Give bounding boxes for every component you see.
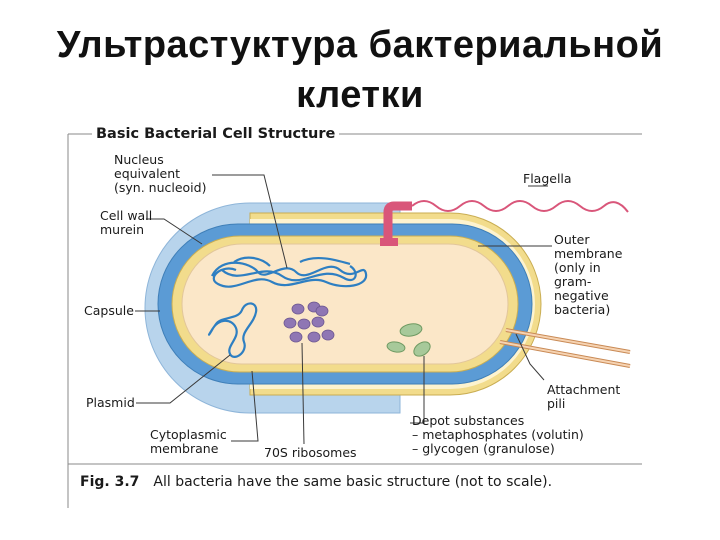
caption-text: All bacteria have the same basic structu… xyxy=(153,474,553,490)
label-cell-wall-line-2: murein xyxy=(100,222,145,237)
nucleoid xyxy=(211,256,368,288)
label-cytoplasmic-line-1: Cytoplasmic xyxy=(150,427,227,442)
plasmid xyxy=(207,302,258,358)
slide-title: Ультрастуктура бактериальной клетки xyxy=(0,20,720,120)
ribosomes xyxy=(283,301,335,343)
slide-title-line-1: Ультрастуктура бактериальной xyxy=(56,24,664,66)
label-nucleus-equivalent: Nucleus equivalent (syn. nucleoid) xyxy=(114,153,206,195)
label-cytoplasmic-membrane: Cytoplasmic membrane xyxy=(150,428,227,456)
label-outer-line-2: membrane xyxy=(554,246,623,261)
leader-lines xyxy=(135,174,552,445)
figure-caption: Fig. 3.7 All bacteria have the same basic… xyxy=(80,474,552,490)
label-nucleus-line-2: equivalent xyxy=(114,166,181,181)
figure-title: Basic Bacterial Cell Structure xyxy=(92,126,340,142)
label-depot-line-2: – metaphosphates (volutin) xyxy=(412,427,584,442)
flagellum-filament xyxy=(411,200,629,213)
label-pili-line-2: pili xyxy=(547,396,566,411)
caption-number: Fig. 3.7 xyxy=(80,474,140,490)
label-cell-wall: Cell wall murein xyxy=(100,209,152,237)
label-outer-line-6: bacteria) xyxy=(554,302,611,317)
label-pili-line-1: Attachment xyxy=(547,382,621,397)
label-nucleus-line-1: Nucleus xyxy=(114,152,164,167)
label-outer-line-4: gram- xyxy=(554,274,592,289)
label-cytoplasmic-line-2: membrane xyxy=(150,441,219,456)
label-outer-line-5: negative xyxy=(554,288,609,303)
label-depot-substances: Depot substances – metaphosphates (volut… xyxy=(412,414,584,456)
slide-title-line-2: клетки xyxy=(296,74,424,116)
label-capsule: Capsule xyxy=(84,303,134,318)
label-plasmid: Plasmid xyxy=(86,395,135,410)
label-outer-membrane: Outer membrane (only in gram- negative b… xyxy=(554,233,622,317)
flagellum-hook xyxy=(383,201,412,240)
label-outer-line-1: Outer xyxy=(554,232,590,247)
label-cell-wall-line-1: Cell wall xyxy=(100,208,153,223)
label-outer-line-3: (only in xyxy=(554,260,601,275)
label-nucleus-line-3: (syn. nucleoid) xyxy=(114,180,207,195)
label-attachment-pili: Attachment pili xyxy=(547,383,620,411)
label-depot-line-3: – glycogen (granulose) xyxy=(412,441,555,456)
label-depot-line-1: Depot substances xyxy=(412,413,525,428)
depot-granules xyxy=(386,323,431,357)
label-ribosomes: 70S ribosomes xyxy=(264,445,357,460)
label-flagella: Flagella xyxy=(523,171,572,186)
